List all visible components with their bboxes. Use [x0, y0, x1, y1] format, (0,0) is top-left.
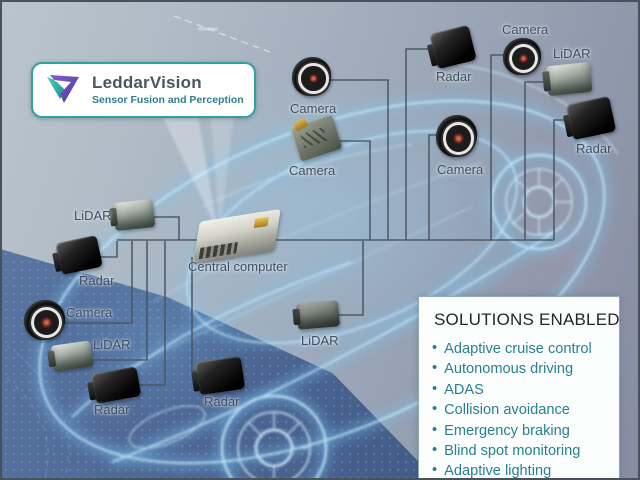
lidar-icon: [50, 340, 94, 372]
camera-icon: [503, 38, 543, 78]
lidar-icon: [112, 198, 156, 232]
solution-item: Autonomous driving: [432, 359, 609, 379]
computer-icon: [193, 208, 281, 264]
radar-icon: [565, 95, 617, 141]
camera-icon: [436, 115, 480, 161]
sensor-label: LiDAR: [553, 46, 591, 61]
logo-subtitle: Sensor Fusion and Perception: [92, 93, 244, 106]
solution-item: Adaptive cruise control: [432, 339, 609, 359]
sensor-label: Camera: [437, 162, 484, 177]
sensor-label: Radar: [204, 394, 240, 409]
solutions-panel: SOLUTIONS ENABLED Adaptive cruise contro…: [418, 296, 620, 478]
sensor-label: Camera: [290, 101, 337, 116]
sensor-label: Radar: [576, 141, 612, 156]
radar-icon: [90, 366, 142, 404]
radar-icon: [429, 24, 477, 70]
sensor-label: Radar: [79, 273, 115, 288]
sensor-label: Camera: [66, 305, 113, 320]
sensor-label: LiDAR: [301, 333, 339, 348]
lidar-icon: [295, 300, 341, 330]
radar-icon: [55, 234, 103, 276]
solutions-title: SOLUTIONS ENABLED: [434, 310, 620, 329]
camera-icon: [24, 300, 68, 344]
leddarvision-badge: LeddarVision Sensor Fusion and Perceptio…: [31, 62, 256, 118]
solution-item: Blind spot monitoring: [432, 441, 609, 461]
leddarvision-logo-icon: [47, 75, 79, 103]
sensor-label: LiDAR: [93, 337, 131, 352]
sensor-label: Camera: [289, 163, 336, 178]
sensor-label: Radar: [436, 69, 472, 84]
logo-title: LeddarVision: [92, 72, 202, 92]
camera-icon: [292, 57, 334, 99]
solution-item: Adaptive lighting: [432, 461, 609, 478]
solution-item: ADAS: [432, 380, 609, 400]
radar-icon: [194, 355, 246, 396]
solution-item: Emergency braking: [432, 421, 609, 441]
solutions-list: Adaptive cruise controlAutonomous drivin…: [432, 339, 609, 478]
sensor-label: Radar: [94, 402, 130, 417]
solution-item: Collision avoidance: [432, 400, 609, 420]
camera-icon: [289, 114, 343, 162]
lidar-icon: [545, 61, 593, 97]
sensor-label: Camera: [502, 22, 549, 37]
sensor-label: LiDAR: [74, 208, 112, 223]
central-computer-label: Central computer: [188, 259, 288, 274]
